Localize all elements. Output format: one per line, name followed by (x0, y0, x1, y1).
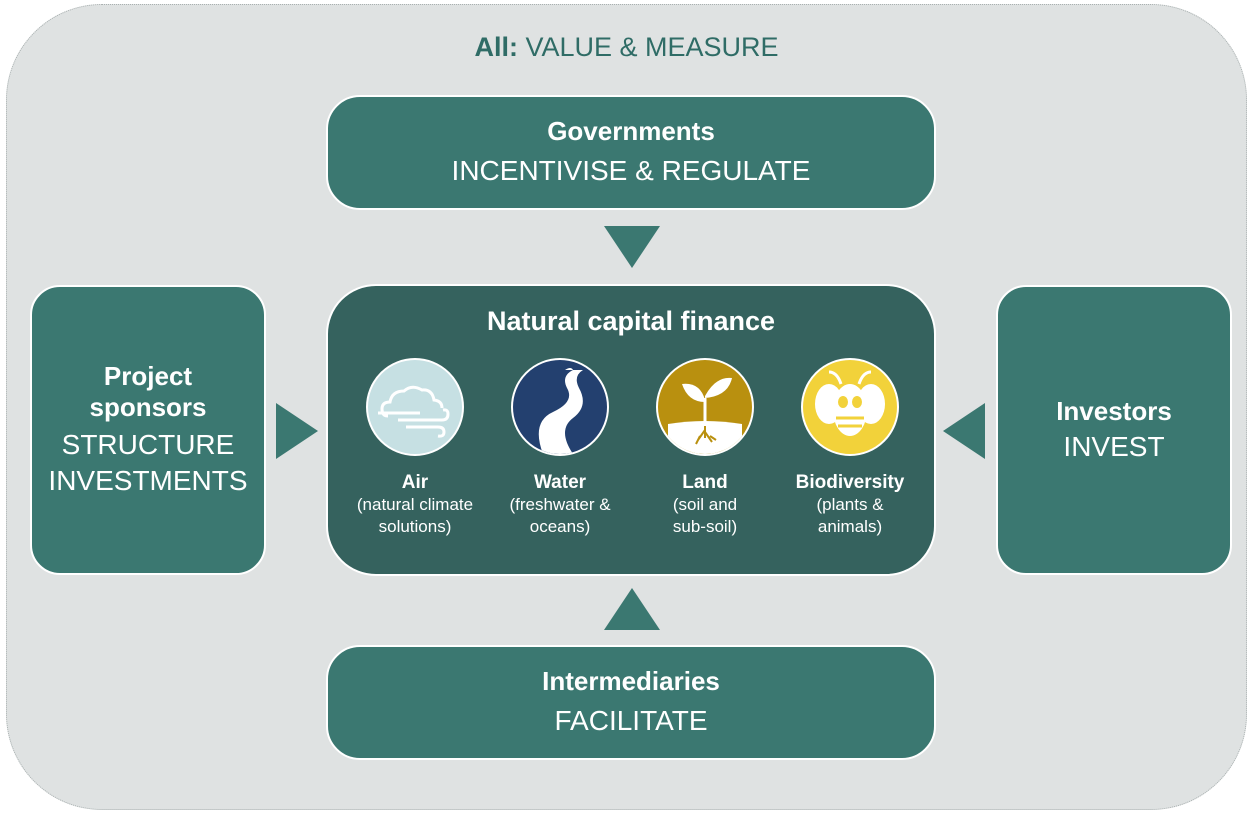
arrow-left-icon (943, 403, 985, 459)
cloud-wind-icon (366, 358, 464, 456)
center-title: Natural capital finance (486, 306, 776, 336)
river-icon (511, 358, 609, 456)
pillar-air: Air (natural climate solutions) (340, 358, 490, 538)
intermediaries-role: FACILITATE (554, 705, 708, 736)
investors-role: INVEST (1063, 430, 1165, 462)
arrow-right-icon (276, 403, 318, 459)
governments-name: Governments (547, 116, 715, 146)
pillar-biodiversity: Biodiversity (plants & animals) (775, 358, 925, 538)
bee-icon (801, 358, 899, 456)
investors-name: Investors (1056, 395, 1172, 426)
governments-box: Governments INCENTIVISE & REGULATE (326, 95, 936, 210)
pillar-water: Water (freshwater & oceans) (485, 358, 635, 538)
intermediaries-name: Intermediaries (542, 666, 720, 696)
intermediaries-box: Intermediaries FACILITATE (326, 645, 936, 760)
pillar-land: Land (soil and sub-soil) (630, 358, 780, 538)
arrow-up-icon (604, 588, 660, 630)
arrow-down-icon (604, 226, 660, 268)
diagram-title: All: VALUE & MEASURE (474, 32, 779, 62)
investors-box: Investors INVEST (996, 285, 1232, 575)
sprout-icon (656, 358, 754, 456)
natural-capital-finance-box: Natural capital finance Air (natural cli… (326, 284, 936, 576)
governments-role: INCENTIVISE & REGULATE (451, 155, 811, 186)
